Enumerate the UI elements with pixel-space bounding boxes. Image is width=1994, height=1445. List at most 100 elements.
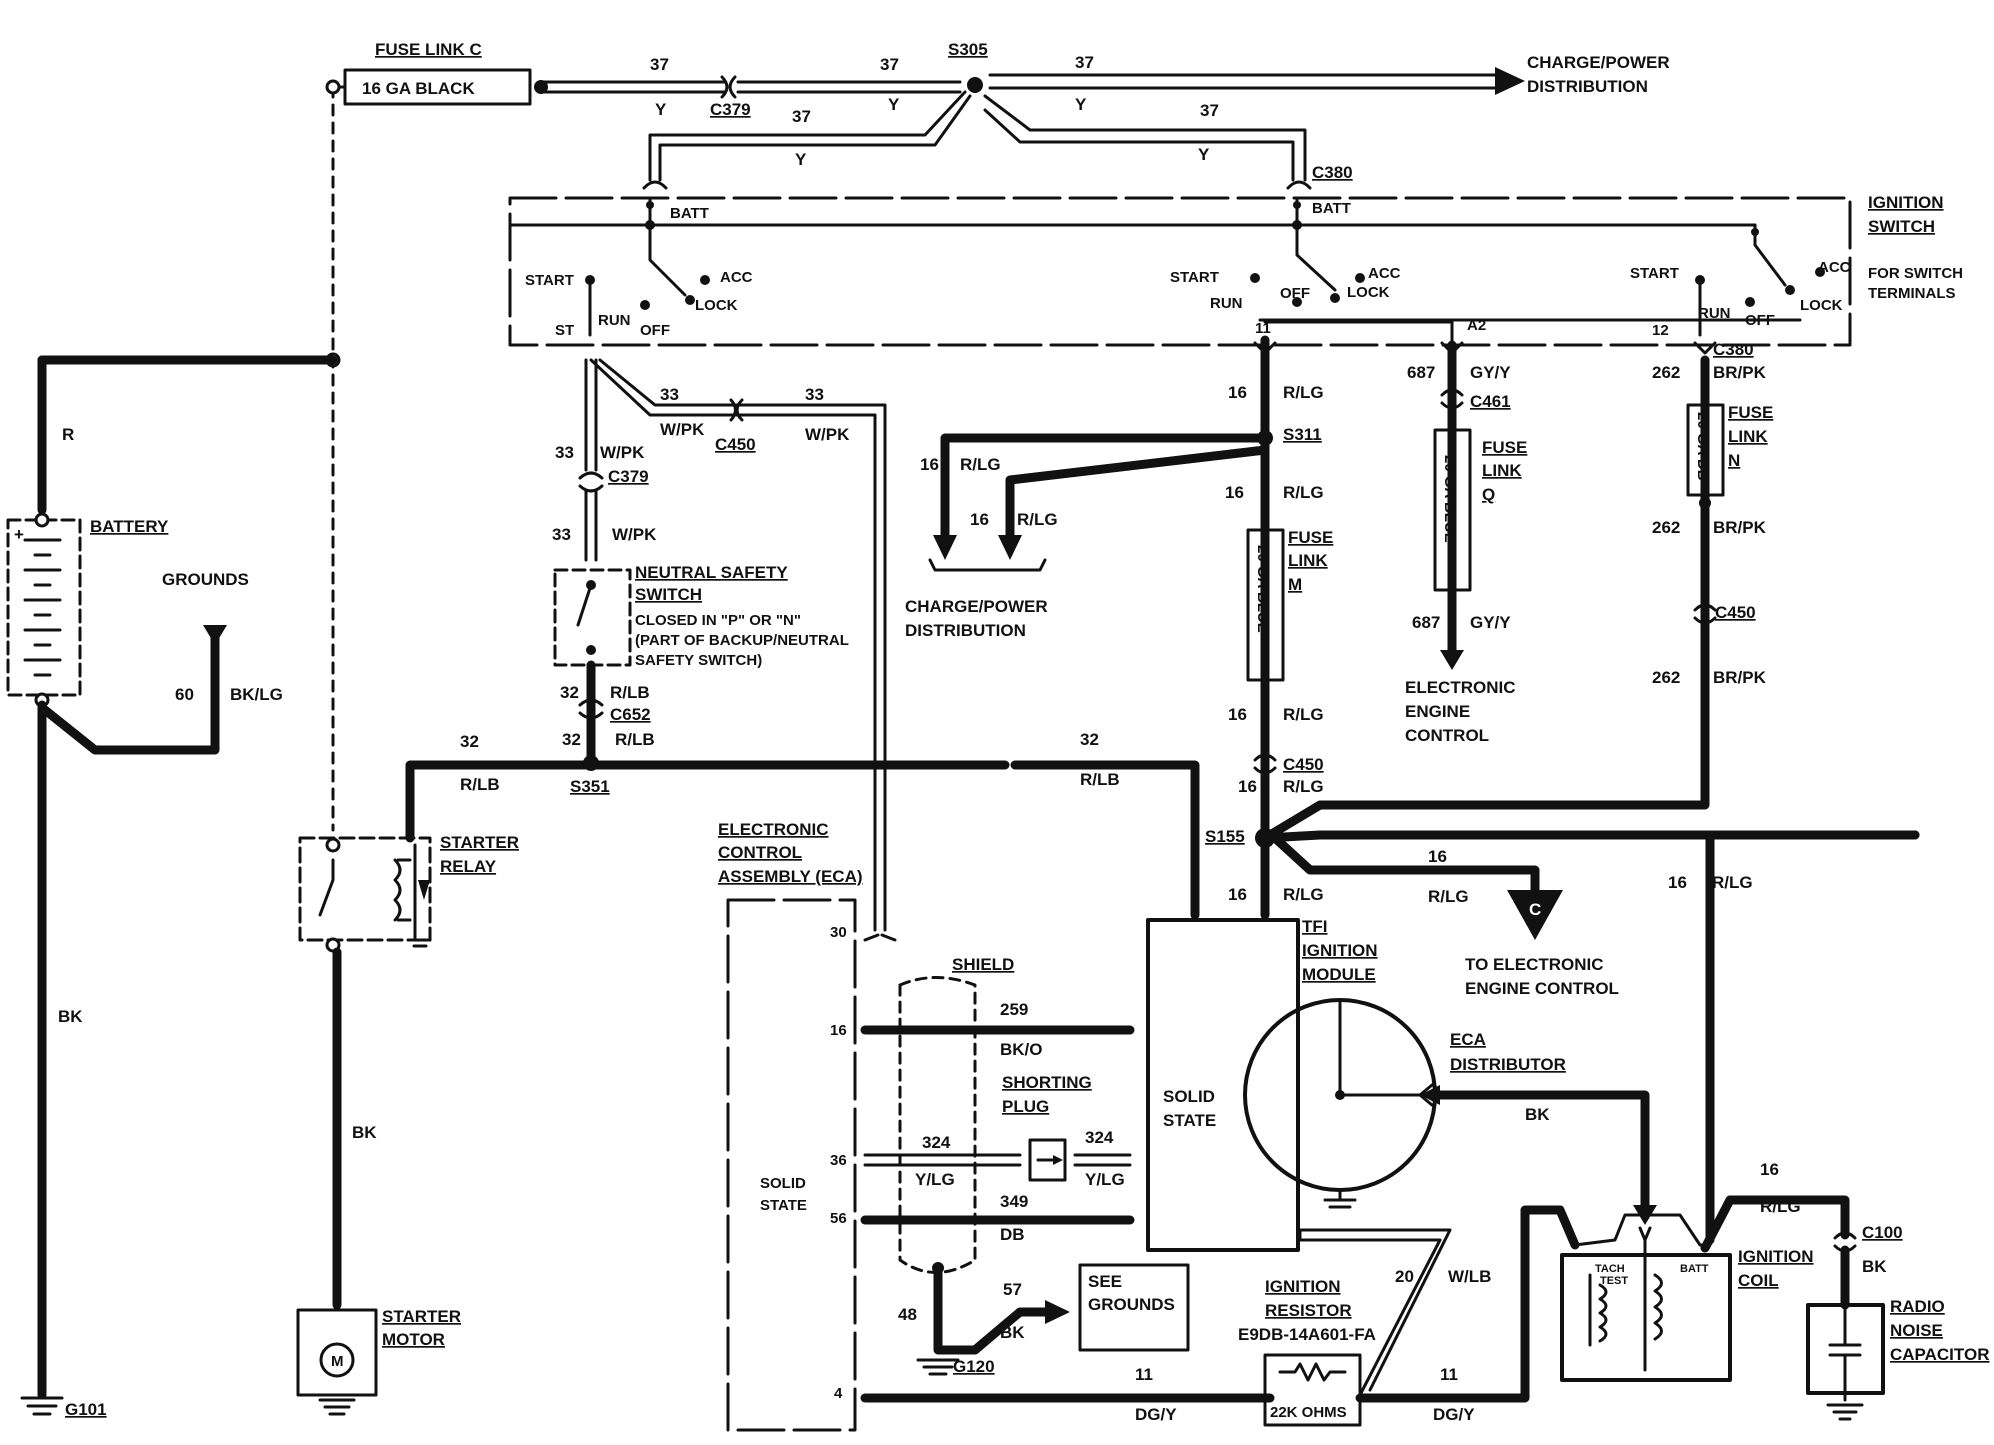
diagram-label: C379 bbox=[608, 467, 649, 486]
diagram-label: BR/PK bbox=[1713, 518, 1767, 537]
diagram-label: CAPACITOR bbox=[1890, 1345, 1990, 1364]
ignition-resistor bbox=[1263, 1353, 1362, 1427]
diagram-label: BK bbox=[1862, 1257, 1887, 1276]
tfi-ignition-module bbox=[1146, 918, 1300, 1252]
wire-16-cap bbox=[1700, 1195, 1850, 1253]
diagram-label: 57 bbox=[1003, 1280, 1022, 1299]
diagram-label: MOTOR bbox=[382, 1330, 445, 1349]
diagram-label: ASSEMBLY (ECA) bbox=[718, 867, 863, 886]
diagram-label: C380 bbox=[1312, 163, 1353, 182]
ignition-coil bbox=[1560, 1213, 1732, 1382]
diagram-label: 11 bbox=[1440, 1365, 1458, 1384]
diagram-label: C380 bbox=[1713, 340, 1754, 359]
diagram-label: 36 bbox=[830, 1152, 847, 1169]
diagram-label: CONTROL bbox=[718, 843, 802, 862]
diagram-label: BATT bbox=[1312, 200, 1351, 217]
diagram-label: BATT bbox=[670, 205, 709, 222]
diagram-label: BK bbox=[352, 1123, 377, 1142]
diagram-label: OFF bbox=[1280, 285, 1310, 302]
diagram-label: LOCK bbox=[1347, 284, 1390, 301]
eca-distributor bbox=[1243, 998, 1437, 1209]
diagram-label: C450 bbox=[715, 435, 756, 454]
diagram-label: + bbox=[14, 525, 24, 544]
diagram-label: 20 GA BLUE bbox=[1441, 455, 1458, 543]
diagram-label: 324 bbox=[1085, 1128, 1114, 1147]
diagram-label: LOCK bbox=[695, 297, 738, 314]
diagram-label: C379 bbox=[710, 100, 751, 119]
diagram-label: GY/Y bbox=[1470, 613, 1511, 632]
see-grounds-box bbox=[1078, 1263, 1190, 1352]
diagram-label: A2 bbox=[1467, 317, 1486, 334]
diagram-label: FOR SWITCH bbox=[1868, 265, 1963, 282]
shorting-plug bbox=[1028, 1138, 1067, 1182]
diagram-label: COIL bbox=[1738, 1271, 1779, 1290]
splice-s305 bbox=[967, 77, 983, 93]
diagram-label: RESISTOR bbox=[1265, 1301, 1352, 1320]
diagram-label: TACH bbox=[1595, 1263, 1625, 1275]
diagram-label: R/LB bbox=[1080, 770, 1120, 789]
diagram-label: C bbox=[1529, 900, 1541, 919]
diagram-label: BK bbox=[1000, 1323, 1025, 1342]
diagram-label: SAFETY SWITCH) bbox=[635, 652, 762, 669]
diagram-label: 32 bbox=[1080, 730, 1099, 749]
diagram-label: SHORTING bbox=[1002, 1073, 1092, 1092]
diagram-label: C100 bbox=[1862, 1223, 1903, 1242]
diagram-label: (PART OF BACKUP/NEUTRAL bbox=[635, 632, 849, 649]
diagram-label: N bbox=[1728, 451, 1740, 470]
diagram-label: Y bbox=[655, 100, 667, 119]
diagram-label: 37 bbox=[792, 107, 811, 126]
diagram-label: M bbox=[1288, 575, 1302, 594]
diagram-label: LINK bbox=[1728, 427, 1768, 446]
diagram-label: R/LG bbox=[1712, 873, 1753, 892]
diagram-label: R/LG bbox=[1283, 705, 1324, 724]
diagram-label: SWITCH bbox=[635, 585, 702, 604]
diagram-label: Y/LG bbox=[1085, 1170, 1125, 1189]
diagram-label: 687 bbox=[1407, 363, 1435, 382]
diagram-label: W/PK bbox=[612, 525, 657, 544]
diagram-label: 33 bbox=[660, 385, 679, 404]
diagram-label: STATE bbox=[1163, 1111, 1216, 1130]
diagram-label: R/LG bbox=[960, 455, 1001, 474]
wire-60 bbox=[40, 625, 220, 755]
diagram-label: 56 bbox=[830, 1210, 847, 1227]
diagram-label: G120 bbox=[953, 1357, 995, 1376]
diagram-label: SEE bbox=[1088, 1272, 1122, 1291]
diagram-label: RADIO bbox=[1890, 1297, 1945, 1316]
diagram-label: RUN bbox=[598, 312, 631, 329]
diagram-label: START bbox=[1630, 265, 1679, 282]
wire-32-tfi bbox=[595, 760, 1200, 920]
diagram-label: MODULE bbox=[1302, 965, 1376, 984]
diagram-label: STARTER bbox=[440, 833, 519, 852]
diagram-label: TO ELECTRONIC bbox=[1465, 955, 1604, 974]
diagram-label: 37 bbox=[880, 55, 899, 74]
diagram-label: BR/PK bbox=[1713, 363, 1767, 382]
diagram-label: ACC bbox=[1818, 259, 1851, 276]
diagram-label: R/LG bbox=[1283, 885, 1324, 904]
diagram-label: ACC bbox=[1368, 265, 1401, 282]
diagram-label: FUSE LINK C bbox=[375, 40, 482, 59]
diagram-label: DISTRIBUTION bbox=[1527, 77, 1648, 96]
diagram-label: S351 bbox=[570, 777, 610, 796]
diagram-label: ELECTRONIC bbox=[718, 820, 829, 839]
diagram-label: 16 bbox=[920, 455, 939, 474]
diagram-label: DG/Y bbox=[1135, 1405, 1177, 1424]
diagram-label: SHIELD bbox=[952, 955, 1014, 974]
diagram-label: Y bbox=[1198, 145, 1210, 164]
diagram-label: TERMINALS bbox=[1868, 285, 1956, 302]
fuse-link-q bbox=[1433, 428, 1472, 592]
diagram-label: OFF bbox=[1745, 312, 1775, 329]
diagram-label: 33 bbox=[805, 385, 824, 404]
diagram-label: ELECTRONIC bbox=[1405, 678, 1516, 697]
neutral-safety-switch bbox=[553, 568, 632, 667]
diagram-label: 32 bbox=[562, 730, 581, 749]
diagram-label: 32 bbox=[460, 732, 479, 751]
diagram-label: 16 bbox=[1228, 705, 1247, 724]
diagram-label: 259 bbox=[1000, 1000, 1028, 1019]
diagram-label: ST bbox=[555, 322, 574, 339]
diagram-label: 48 bbox=[898, 1305, 917, 1324]
diagram-label: CHARGE/POWER bbox=[1527, 53, 1670, 72]
diagram-label: SWITCH bbox=[1868, 217, 1935, 236]
diagram-label: Y/LG bbox=[915, 1170, 955, 1189]
diagram-label: CONTROL bbox=[1405, 726, 1489, 745]
